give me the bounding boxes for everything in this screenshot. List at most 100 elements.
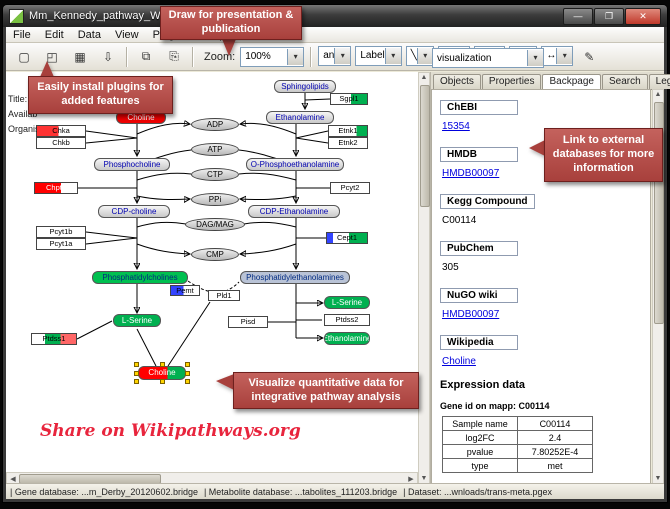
pathway-node-phosphatidylethanolamines[interactable]: Phosphatidylethanolamines	[240, 271, 350, 284]
pathway-node-cept1[interactable]: Cept1	[326, 232, 368, 244]
chevron-down-icon[interactable]: ▾	[556, 47, 573, 64]
chevron-down-icon[interactable]: ▾	[334, 47, 351, 64]
close-button[interactable]: ✕	[625, 7, 661, 25]
database-id-link[interactable]: 15354	[442, 121, 470, 132]
database-id-link[interactable]: Choline	[442, 356, 476, 367]
database-id-value: Choline	[442, 356, 642, 367]
selection-handle[interactable]	[160, 379, 165, 384]
pathway-node-chka[interactable]: Chka	[36, 125, 86, 137]
label-tool-combobox[interactable]: Label▾	[355, 45, 402, 66]
scrollbar-thumb[interactable]	[420, 85, 430, 207]
pathway-node-sphingolipids[interactable]: Sphingolipids	[274, 80, 336, 93]
pathway-node-pcyt1b[interactable]: Pcyt1b	[36, 226, 86, 238]
menu-file[interactable]: File	[13, 28, 31, 41]
label-tool-value: Label	[360, 50, 385, 61]
pathway-node-dag-mag[interactable]: DAG/MAG	[185, 218, 245, 231]
menu-data[interactable]: Data	[77, 28, 101, 41]
connector-tool-combobox[interactable]: ↔▾	[541, 45, 574, 66]
canvas-vertical-scrollbar[interactable]: ▲ ▼	[418, 72, 430, 484]
pathway-node-ctp[interactable]: CTP	[191, 168, 239, 181]
pathway-node-ptdss2[interactable]: Ptdss2	[324, 314, 370, 326]
database-id-link[interactable]: HMDB00097	[442, 309, 500, 320]
tab-properties[interactable]: Properties	[481, 74, 542, 89]
pathway-node-cdp-ethanolamine[interactable]: CDP-Ethanolamine	[248, 205, 340, 218]
chevron-down-icon[interactable]: ▾	[384, 47, 401, 64]
pathway-node-o-phosphoethanolamine[interactable]: O-Phosphoethanolamine	[246, 158, 344, 171]
pathway-node-l-serine[interactable]: L-Serine	[324, 296, 370, 309]
chevron-down-icon[interactable]: ▾	[527, 50, 543, 66]
pathway-node-sgpl1[interactable]: Sgpl1	[330, 93, 368, 105]
selection-handle[interactable]	[185, 362, 190, 367]
pathway-node-ptdss1[interactable]: Ptdss1	[31, 333, 77, 345]
pathway-node-phosphocholine[interactable]: Phosphocholine	[94, 158, 170, 171]
tab-legend[interactable]: Legend	[648, 74, 670, 89]
pathway-node-pld1[interactable]: Pld1	[208, 290, 240, 301]
app-icon	[9, 8, 24, 24]
chevron-down-icon[interactable]: ▾	[416, 47, 433, 64]
datanode-tool-combobox[interactable]: an▾	[318, 45, 352, 66]
pathway-node-ethanolamine[interactable]: Ethanolamine	[324, 332, 370, 345]
pathway-node-cmp[interactable]: CMP	[191, 248, 239, 261]
tab-objects[interactable]: Objects	[433, 74, 481, 89]
scroll-right-icon[interactable]: ▶	[408, 476, 414, 483]
toolbar-file-group: ▢ ◰ ▦ ⇩	[10, 46, 122, 68]
visualization-combobox[interactable]: visualization ▾	[432, 48, 544, 68]
minimize-button[interactable]: —	[563, 7, 593, 25]
database-id-value: C00114	[442, 215, 477, 226]
pathway-node-pcyt2[interactable]: Pcyt2	[330, 182, 370, 194]
scroll-down-icon[interactable]: ▼	[654, 475, 662, 482]
pathway-node-phosphatidylcholines[interactable]: Phosphatidylcholines	[92, 271, 188, 284]
selection-handle[interactable]	[134, 379, 139, 384]
selection-handle[interactable]	[134, 362, 139, 367]
line-tool-value: ╲	[410, 50, 417, 61]
menu-view[interactable]: View	[114, 28, 139, 41]
zoom-value: 100%	[245, 51, 271, 62]
selection-handle[interactable]	[160, 362, 165, 367]
pathway-node-etnk2[interactable]: Etnk2	[328, 137, 368, 149]
zoom-combobox[interactable]: 100% ▾	[240, 46, 305, 67]
pathway-canvas[interactable]: Title:Availability:Organism: Sphingolipi…	[6, 72, 418, 472]
copy-button[interactable]: ⧉	[141, 49, 151, 63]
visualization-value: visualization	[437, 52, 492, 64]
new-button[interactable]: ▢	[18, 49, 30, 64]
maximize-button[interactable]: ❐	[594, 7, 624, 25]
save-button[interactable]: ▦	[74, 49, 86, 64]
pathway-node-chpt1[interactable]: Chpt1	[34, 182, 78, 194]
pencil-tool-button[interactable]: ✎	[584, 49, 595, 64]
scroll-up-icon[interactable]: ▲	[420, 74, 428, 81]
pathway-node-cdp-choline[interactable]: CDP-choline	[98, 205, 170, 218]
selection-handle[interactable]	[185, 379, 190, 384]
scroll-left-icon[interactable]: ◀	[10, 476, 16, 483]
title-bar[interactable]: Mm_Kennedy_pathway_WP1771_45176.gp... — …	[3, 5, 667, 27]
selection-handle[interactable]	[134, 371, 139, 376]
gene-id-line: Gene id on mapp: C00114	[440, 401, 550, 411]
scroll-up-icon[interactable]: ▲	[654, 91, 662, 98]
pathway-node-pcyt1a[interactable]: Pcyt1a	[36, 238, 86, 250]
line-tool-combobox[interactable]: ╲▾	[405, 45, 434, 66]
chevron-down-icon[interactable]: ▾	[287, 48, 304, 65]
open-button[interactable]: ◰	[46, 49, 58, 64]
tab-backpage[interactable]: Backpage	[542, 74, 601, 90]
menu-edit[interactable]: Edit	[44, 28, 64, 41]
pathway-node-pisd[interactable]: Pisd	[228, 316, 268, 328]
pathway-node-ppi[interactable]: PPi	[191, 193, 239, 206]
tab-search[interactable]: Search	[601, 74, 648, 89]
pathway-node-atp[interactable]: ATP	[191, 143, 239, 156]
pathway-node-etnk1[interactable]: Etnk1	[328, 125, 368, 137]
paste-button[interactable]: ⎘	[169, 49, 179, 63]
database-id-link[interactable]: HMDB00097	[442, 168, 500, 179]
pathway-node-chkb[interactable]: Chkb	[36, 137, 86, 149]
export-button[interactable]: ⇩	[102, 49, 114, 64]
pathway-node-adp[interactable]: ADP	[191, 118, 239, 131]
scrollbar-thumb[interactable]	[654, 102, 664, 324]
pathway-node-pemt[interactable]: Pemt	[170, 285, 200, 296]
info-label: Availability:	[8, 109, 37, 119]
selection-handle[interactable]	[185, 371, 190, 376]
scroll-down-icon[interactable]: ▼	[420, 475, 428, 482]
pathway-node-choline[interactable]: Choline	[138, 366, 186, 380]
pathway-node-l-serine[interactable]: L-Serine	[113, 314, 161, 327]
pathway-node-ethanolamine[interactable]: Ethanolamine	[266, 111, 334, 124]
